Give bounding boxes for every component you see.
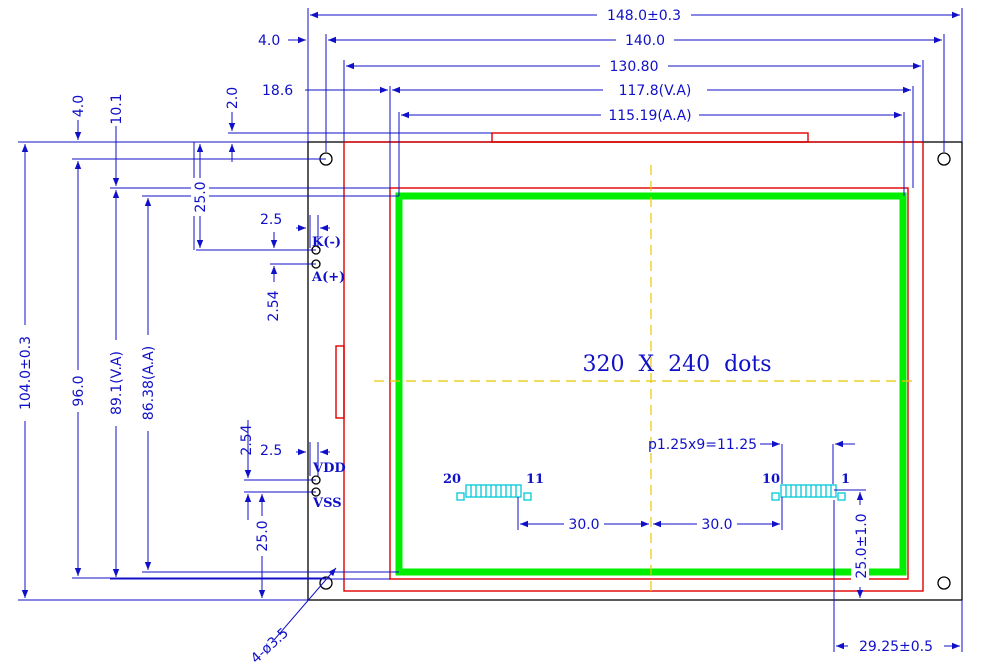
panel-tab-top [491, 132, 809, 143]
dim-mount-height: 96.0 [71, 375, 87, 406]
connector-dimensions: p1.25x9=11.25 30.0 30.0 25.0±1.0 29.25±0… [517, 437, 963, 655]
dim-conn-bottom: 25.0±1.0 [854, 513, 870, 578]
dim-led-gap-bot: 2.54 [239, 424, 255, 455]
top-dimensions: 148.0±0.3 140.0 4.0 130.80 117.8(V.A) 18… [258, 5, 963, 196]
pin-left-first: 20 [443, 472, 461, 487]
dim-va-height: 89.1(V.A) [109, 351, 125, 415]
panel-tab-left [335, 345, 345, 419]
pin-vss-label: VSS [312, 496, 342, 511]
dim-led-25-bot: 25.0 [255, 520, 271, 551]
dim-va-width: 117.8(V.A) [619, 83, 692, 99]
led-pins-bottom: 2.54 2.5 25.0 VDD VSS [239, 420, 346, 598]
mount-hole-br [937, 576, 951, 590]
dim-led-pitch-top: 2.5 [260, 212, 282, 228]
dim-aa-height: 86.38(A.A) [141, 346, 157, 420]
dim-bezel-width: 130.80 [610, 59, 659, 75]
dim-aa-width: 115.19(A.A) [608, 108, 691, 124]
dim-hole: 4-ø3.5 [248, 625, 292, 667]
mount-hole-tr [937, 152, 951, 166]
dim-top-2: 2.0 [225, 87, 241, 109]
dim-led-gap-top: 2.54 [266, 290, 282, 321]
dim-mount-width: 140.0 [625, 33, 665, 49]
connector-left: 20 11 [443, 472, 544, 501]
left-dimensions: 104.0±0.3 96.0 89.1(V.A) 86.38(A.A) 4.0 … [16, 87, 492, 601]
pin-a-label: A(+) [311, 270, 345, 285]
pin-right-first: 10 [762, 472, 780, 487]
pin-vdd-label: VDD [312, 461, 346, 476]
pin-vss-pad [311, 487, 321, 497]
dim-outer-width: 148.0±0.3 [607, 8, 681, 24]
dim-pin-pitch: p1.25x9=11.25 [648, 437, 757, 453]
dim-top-10: 10.1 [109, 93, 125, 124]
dim-conn-30-left: 30.0 [568, 517, 599, 533]
led-pins-top: 25.0 2.5 2.54 K(-) A(+) [191, 142, 345, 322]
hole-callout: 4-ø3.5 [248, 567, 337, 667]
dim-left-offset-18: 18.6 [262, 83, 293, 99]
resolution-label: 320 X 240 dots [582, 352, 771, 377]
dim-led-25-top: 25.0 [193, 181, 209, 212]
pin-right-last: 1 [841, 472, 850, 487]
mount-hole-bl [319, 576, 333, 590]
pin-vdd-pad [311, 475, 321, 485]
dim-led-pitch-bot: 2.5 [260, 443, 282, 459]
pin-k-pad [311, 245, 321, 255]
pin-left-last: 11 [526, 472, 544, 487]
connector-right: 10 1 [762, 472, 850, 501]
dim-conn-30-right: 30.0 [701, 517, 732, 533]
pin-k-label: K(-) [312, 235, 341, 250]
viewing-area [389, 187, 909, 580]
dim-left-offset-4: 4.0 [258, 33, 280, 49]
dim-conn-right: 29.25±0.5 [859, 639, 933, 655]
dim-top-4: 4.0 [71, 95, 87, 117]
dim-outer-height: 104.0±0.3 [18, 336, 34, 410]
pin-a-pad [311, 259, 321, 269]
